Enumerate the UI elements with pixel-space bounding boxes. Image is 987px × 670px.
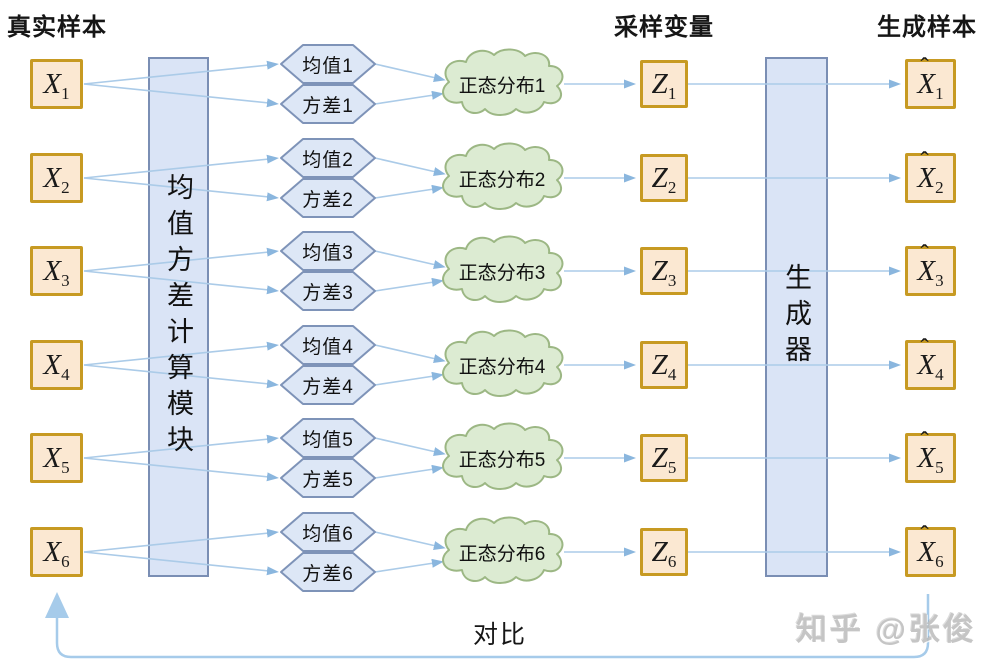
variance-label-3: 方差3 (302, 282, 354, 304)
module-label-wrap: 均值方差计算模块 (148, 57, 209, 577)
real-sample-label-3: X3 (43, 254, 70, 290)
mean-variance-module-box (148, 57, 209, 577)
mean-hexagon-5 (280, 418, 376, 458)
hexagons (280, 44, 376, 592)
sampled-variable-label-6: Z6 (651, 535, 677, 571)
header-real-samples: 真实样本 (7, 14, 107, 41)
mean-hexagon-3 (280, 231, 376, 271)
real-sample-label-1: X1 (43, 67, 70, 103)
real-sample-label-4: X4 (43, 348, 70, 384)
sampled-variable-box-3: Z3 (640, 247, 688, 295)
hat-icon: ˆ (920, 53, 929, 81)
variance-label-1: 方差1 (302, 95, 354, 117)
mean-label-1: 均值1 (302, 55, 354, 77)
real-sample-box-2: X2 (30, 153, 83, 203)
hat-icon: ˆ (920, 334, 929, 362)
mean-label-3: 均值3 (302, 242, 354, 264)
distribution-label-6: 正态分布6 (458, 543, 546, 565)
sampled-variable-label-5: Z5 (651, 441, 677, 477)
mean-hexagon-6 (280, 512, 376, 552)
compare-arrowhead-icon (45, 592, 69, 618)
compare-loop-line (55, 594, 930, 659)
generator-box (765, 57, 828, 577)
variance-label-2: 方差2 (302, 189, 354, 211)
distribution-label-1: 正态分布1 (458, 75, 546, 97)
hat-icon: ˆ (920, 240, 929, 268)
real-sample-box-5: X5 (30, 433, 83, 483)
variance-hexagon-6 (280, 552, 376, 592)
sampled-variable-box-1: Z1 (640, 60, 688, 108)
sampled-variable-label-3: Z3 (651, 254, 677, 290)
mean-label-5: 均值5 (302, 429, 354, 451)
sampled-variable-box-6: Z6 (640, 528, 688, 576)
variance-label-4: 方差4 (302, 376, 354, 398)
header-generated-samples: 生成样本 (877, 14, 977, 41)
hat-icon: ˆ (920, 147, 929, 175)
compare-label: 对比 (472, 621, 527, 649)
generator-label: 生成器 (781, 263, 811, 371)
distribution-label-3: 正态分布3 (458, 262, 546, 284)
real-sample-box-3: X3 (30, 246, 83, 296)
distribution-label-2: 正态分布2 (458, 169, 546, 191)
sampled-variable-label-4: Z4 (651, 348, 677, 384)
sampled-variable-box-5: Z5 (640, 434, 688, 482)
mean-hexagon-4 (280, 325, 376, 365)
mean-hexagon-2 (280, 138, 376, 178)
variance-hexagon-1 (280, 84, 376, 124)
real-sample-label-6: X6 (43, 535, 70, 571)
variance-label-6: 方差6 (302, 563, 354, 585)
mean-label-2: 均值2 (302, 149, 354, 171)
real-sample-box-6: X6 (30, 527, 83, 577)
header-sampled-variables: 采样变量 (614, 14, 714, 41)
real-sample-label-5: X5 (43, 441, 70, 477)
distribution-label-5: 正态分布5 (458, 449, 546, 471)
mean-label-6: 均值6 (302, 523, 354, 545)
hat-icon: ˆ (920, 521, 929, 549)
sampled-variable-box-2: Z2 (640, 154, 688, 202)
mean-hexagon-1 (280, 44, 376, 84)
variance-label-5: 方差5 (302, 469, 354, 491)
sampled-variable-label-1: Z1 (651, 67, 677, 103)
hat-icon: ˆ (920, 427, 929, 455)
sampled-variable-label-2: Z2 (651, 161, 677, 197)
sampled-variable-box-4: Z4 (640, 341, 688, 389)
generator-label-wrap: 生成器 (765, 57, 828, 577)
variance-hexagon-5 (280, 458, 376, 498)
variance-hexagon-4 (280, 365, 376, 405)
variance-hexagon-2 (280, 178, 376, 218)
distribution-label-4: 正态分布4 (458, 356, 546, 378)
real-sample-box-4: X4 (30, 340, 83, 390)
distribution-clouds (442, 48, 564, 584)
mean-label-4: 均值4 (302, 336, 354, 358)
real-sample-box-1: X1 (30, 59, 83, 109)
watermark: 知乎 @张俊 (796, 612, 977, 647)
connector-lines (83, 60, 901, 576)
real-sample-label-2: X2 (43, 161, 70, 197)
variance-hexagon-3 (280, 271, 376, 311)
module-label: 均值方差计算模块 (163, 173, 193, 461)
